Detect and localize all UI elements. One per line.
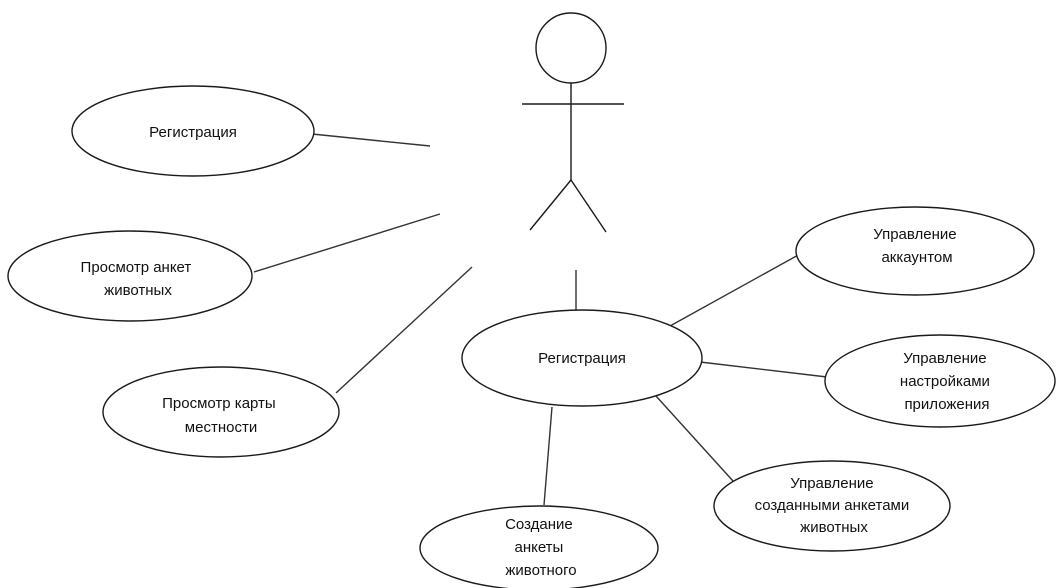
actor-icon [522,12,624,233]
use-case-label: Управление созданными анкетами животных [755,475,914,536]
actor-right-leg [570,179,607,233]
use-case-label: Регистрация [538,350,626,367]
association-hub-create-profile [543,406,553,506]
use-case-view-area-map: Просмотр карты местности [102,366,340,458]
use-case-label: Создание анкеты животного [505,516,577,579]
use-case-manage-account: Управление аккаунтом [795,206,1035,296]
actor-left-leg [529,179,572,231]
use-case-registration: Регистрация [71,85,315,177]
use-case-label: Просмотр анкет животных [81,259,196,299]
association-view-profiles-actor [253,213,441,273]
use-case-label: Регистрация [149,124,237,141]
use-case-label: Управление настройками приложения [900,350,994,413]
association-view-map-actor [335,266,473,394]
use-case-manage-created-profiles: Управление созданными анкетами животных [713,460,951,552]
use-case-label: Просмотр карты местности [162,395,280,436]
use-case-view-animal-profiles: Просмотр анкет животных [7,230,253,322]
use-case-manage-app-settings: Управление настройками приложения [824,334,1056,428]
use-case-registration-hub: Регистрация [461,309,703,407]
use-case-label: Управление аккаунтом [873,226,961,266]
association-hub-manage-settings [699,361,828,378]
association-hub-manage-profiles [655,395,734,482]
association-hub-manage-account [669,253,801,327]
use-case-create-animal-profile: Создание анкеты животного [419,505,659,588]
actor-head [535,12,607,84]
associations [253,133,828,506]
association-registration-actor [311,133,431,147]
